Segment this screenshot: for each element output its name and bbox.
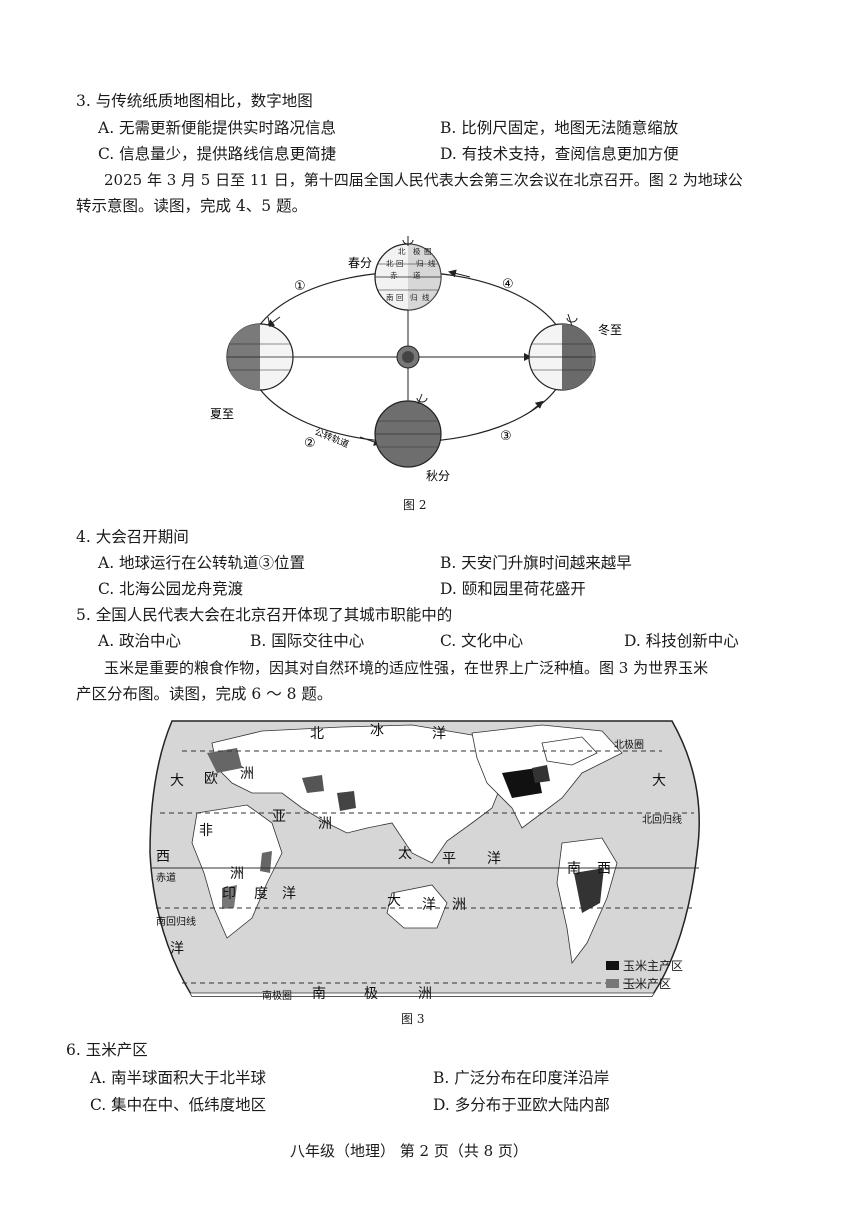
landmass-africa [191, 804, 283, 939]
svg-text:南极圈: 南极圈 [262, 989, 292, 1002]
svg-text:洋: 洋 [422, 897, 436, 913]
label-winter: 冬至 [598, 322, 622, 337]
label-spring: 春分 [348, 256, 372, 270]
q3-option-d[interactable]: D. 有技术支持，查阅信息更加方便 [440, 145, 679, 163]
q6-option-b[interactable]: B. 广泛分布在印度洋沿岸 [433, 1069, 610, 1087]
q6-option-a[interactable]: A. 南半球面积大于北半球 [90, 1069, 267, 1087]
q4-option-d[interactable]: D. 颐和园里荷花盛开 [440, 580, 586, 598]
q4-option-b[interactable]: B. 天安门升旗时间越来越早 [440, 554, 632, 572]
svg-text:洲: 洲 [452, 897, 466, 913]
q5-stem: 5. 全国人民代表大会在北京召开体现了其城市职能中的 [76, 606, 453, 624]
globe-autumn-equinox [374, 393, 442, 468]
svg-text:洋: 洋 [432, 726, 446, 742]
q3-option-c[interactable]: C. 信息量少，提供路线信息更简捷 [98, 145, 337, 163]
svg-text:洲: 洲 [418, 986, 432, 1002]
marker-3: ③ [500, 429, 512, 444]
legend-prod: 玉米产区 [606, 974, 683, 992]
svg-text:南: 南 [386, 292, 394, 302]
svg-text:度: 度 [254, 886, 268, 902]
q3-stem: 3. 与传统纸质地图相比，数字地图 [76, 92, 313, 110]
q6-stem: 6. 玉米产区 [66, 1041, 148, 1059]
svg-text:南: 南 [312, 986, 326, 1002]
globe-winter-solstice [528, 313, 596, 391]
q5-option-c[interactable]: C. 文化中心 [440, 632, 524, 650]
intro1-line1: 2025 年 3 月 5 日至 11 日，第十四届全国人民代表大会第三次会议在北… [104, 171, 743, 189]
svg-text:洲: 洲 [318, 816, 332, 832]
svg-text:欧: 欧 [204, 771, 218, 787]
svg-text:洋: 洋 [282, 886, 296, 902]
svg-text:赤道: 赤道 [156, 871, 176, 884]
q4-stem: 4. 大会召开期间 [76, 528, 189, 546]
q5-option-d[interactable]: D. 科技创新中心 [624, 632, 739, 650]
intro1-line2: 转示意图。读图，完成 4、5 题。 [76, 197, 308, 215]
svg-text:北: 北 [398, 247, 406, 256]
svg-text:大: 大 [652, 773, 666, 789]
figure-2-earth-revolution: 春分 夏至 秋分 冬至 公转轨道 ① ② ③ ④ 北 极 圈 北 回 归 线 赤… [210, 236, 622, 483]
legend-prod-swatch [606, 978, 619, 988]
q5-option-a[interactable]: A. 政治中心 [98, 632, 182, 650]
svg-text:洲: 洲 [230, 866, 244, 882]
svg-text:线: 线 [428, 258, 436, 268]
svg-text:归: 归 [410, 292, 418, 302]
q4-option-c[interactable]: C. 北海公园龙舟竞渡 [98, 580, 244, 598]
globe-spring-equinox [374, 236, 442, 311]
legend-main-label: 玉米主产区 [623, 958, 684, 973]
svg-text:南: 南 [567, 861, 581, 877]
svg-text:北极圈: 北极圈 [614, 738, 644, 751]
svg-text:赤: 赤 [390, 271, 398, 280]
marker-1: ① [294, 279, 306, 294]
svg-text:极: 极 [413, 246, 421, 256]
marker-2: ② [304, 436, 316, 451]
svg-text:道: 道 [413, 270, 421, 280]
svg-text:线: 线 [422, 292, 430, 302]
landmass-antarctica [161, 992, 683, 996]
intro2-line1: 玉米是重要的粮食作物，因其对自然环境的适应性强，在世界上广泛种植。图 3 为世界… [104, 659, 709, 677]
svg-text:回: 回 [396, 293, 404, 302]
legend: 玉米主产区 玉米产区 [606, 956, 683, 992]
q5-option-b[interactable]: B. 国际交往中心 [250, 632, 365, 650]
q3-option-a[interactable]: A. 无需更新便能提供实时路况信息 [98, 119, 337, 137]
svg-text:大: 大 [387, 893, 401, 909]
legend-main-swatch [606, 960, 619, 970]
svg-text:非: 非 [199, 823, 213, 839]
figure-3-caption: 图 3 [401, 1012, 425, 1026]
marker-4: ④ [502, 277, 514, 292]
svg-text:冰: 冰 [370, 723, 384, 739]
svg-text:北回归线: 北回归线 [642, 813, 682, 826]
label-orbit: 公转轨道 [313, 426, 351, 451]
q6-option-d[interactable]: D. 多分布于亚欧大陆内部 [433, 1096, 610, 1114]
svg-text:归: 归 [416, 258, 424, 268]
q4-option-a[interactable]: A. 地球运行在公转轨道③位置 [98, 554, 306, 572]
q3-option-b[interactable]: B. 比例尺固定，地图无法随意缩放 [440, 119, 679, 137]
svg-text:洋: 洋 [170, 941, 184, 957]
svg-text:太: 太 [398, 846, 412, 862]
svg-text:极: 极 [364, 986, 378, 1002]
svg-text:大: 大 [170, 773, 184, 789]
svg-text:回: 回 [396, 259, 404, 268]
figure-3-world-corn-map: 北 冰 洋 大 西 洋 欧 洲 亚 洲 非 洲 印 度 洋 太 平 洋 大 洋 … [149, 720, 700, 1002]
svg-text:洲: 洲 [240, 766, 254, 782]
label-summer: 夏至 [210, 407, 234, 421]
svg-text:北: 北 [386, 259, 394, 268]
svg-text:西: 西 [156, 849, 170, 865]
svg-text:印: 印 [222, 886, 236, 902]
svg-text:西: 西 [597, 861, 611, 877]
landmass-australia [386, 884, 448, 929]
label-autumn: 秋分 [426, 469, 450, 483]
legend-prod-label: 玉米产区 [623, 976, 672, 991]
legend-main: 玉米主产区 [606, 956, 683, 974]
svg-text:亚: 亚 [272, 809, 286, 825]
svg-text:平: 平 [442, 851, 456, 867]
landmass-eurasia [211, 724, 503, 864]
intro2-line2: 产区分布图。读图，完成 6 ～ 8 题。 [76, 685, 333, 703]
globe-summer-solstice [226, 316, 294, 391]
svg-text:北: 北 [310, 726, 324, 742]
page-footer: 八年级（地理） 第 2 页（共 8 页） [290, 1142, 528, 1160]
svg-text:南回归线: 南回归线 [156, 915, 196, 928]
svg-text:圈: 圈 [424, 247, 432, 256]
figure-2-caption: 图 2 [403, 498, 427, 512]
q6-option-c[interactable]: C. 集中在中、低纬度地区 [90, 1096, 267, 1114]
svg-text:洋: 洋 [487, 851, 501, 867]
